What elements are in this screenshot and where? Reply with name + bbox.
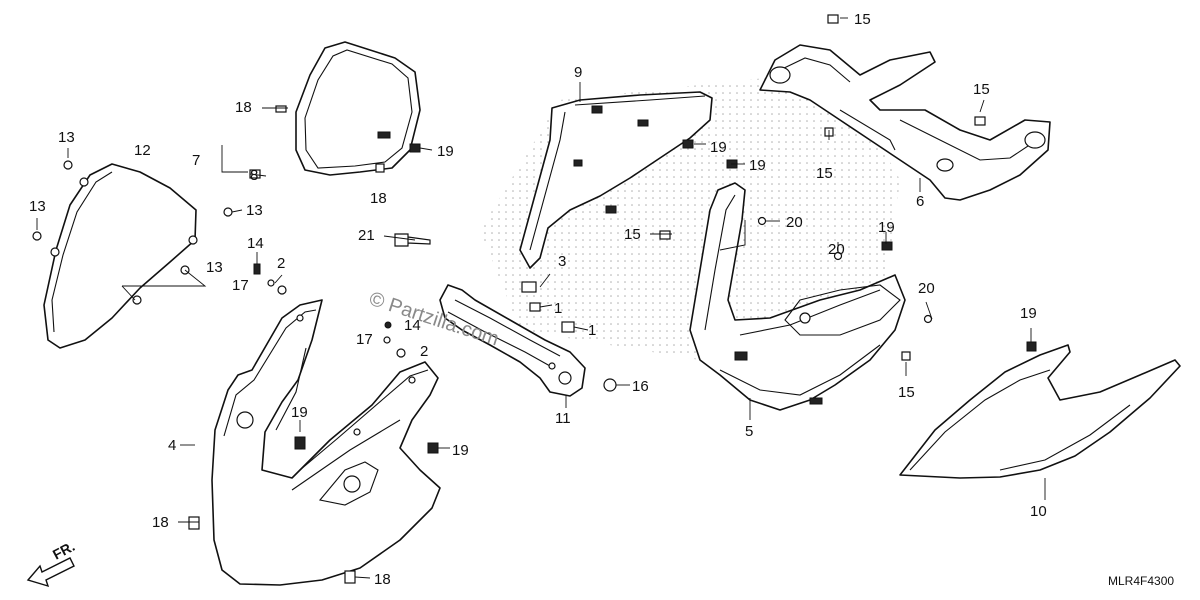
- label-3: 3: [558, 253, 566, 270]
- label-19-g: 19: [1020, 305, 1037, 322]
- label-15-e: 15: [898, 384, 915, 401]
- label-14-a: 14: [247, 235, 264, 252]
- label-19-c: 19: [452, 442, 469, 459]
- label-9: 9: [574, 64, 582, 81]
- label-2-a: 2: [277, 255, 285, 272]
- label-18-a: 18: [235, 99, 252, 116]
- label-18-c: 18: [152, 514, 169, 531]
- label-13-d: 13: [206, 259, 223, 276]
- diagram-code: MLR4F4300: [1108, 574, 1174, 588]
- label-2-b: 2: [420, 343, 428, 360]
- label-16: 16: [632, 378, 649, 395]
- label-4: 4: [168, 437, 176, 454]
- front-direction-arrow: FR.: [26, 538, 77, 588]
- label-5: 5: [745, 423, 753, 440]
- label-21: 21: [358, 227, 375, 244]
- direction-label: FR.: [50, 538, 77, 563]
- label-8: 8: [250, 167, 258, 184]
- part-labels: 13 12 7 13 13 14 2 13 17 18 8 19 18 21 1…: [29, 11, 1174, 588]
- label-19-a: 19: [437, 143, 454, 160]
- label-1-b: 1: [588, 322, 596, 339]
- label-20-c: 20: [918, 280, 935, 297]
- label-13-b: 13: [29, 198, 46, 215]
- label-19-e: 19: [749, 157, 766, 174]
- label-13-a: 13: [58, 129, 75, 146]
- inner-panel-part: [519, 91, 713, 269]
- label-6: 6: [916, 193, 924, 210]
- label-19-d: 19: [710, 139, 727, 156]
- label-15-b: 15: [973, 81, 990, 98]
- windscreen-garnish-part: [221, 41, 421, 176]
- leader-lines: [36, 17, 1046, 579]
- label-19-b: 19: [291, 404, 308, 421]
- label-20-a: 20: [786, 214, 803, 231]
- side-cover-part: [899, 344, 1181, 479]
- label-14-b: 14: [404, 317, 421, 334]
- label-20-b: 20: [828, 241, 845, 258]
- label-17-a: 17: [232, 277, 249, 294]
- label-15-a: 15: [854, 11, 871, 28]
- meter-stay-part: [439, 284, 586, 397]
- label-7: 7: [192, 152, 200, 169]
- front-cowl-part: [211, 299, 441, 586]
- label-11: 11: [555, 410, 571, 427]
- label-13-c: 13: [246, 202, 263, 219]
- under-cowl-part: [689, 182, 906, 411]
- label-15-d: 15: [624, 226, 641, 243]
- label-18-b: 18: [370, 190, 387, 207]
- upper-stay-part: [759, 44, 1051, 201]
- label-15-c: 15: [816, 165, 833, 182]
- label-10: 10: [1030, 503, 1047, 520]
- label-18-d: 18: [374, 571, 391, 588]
- hardware-parts: [32, 14, 1037, 584]
- label-19-f: 19: [878, 219, 895, 236]
- label-12: 12: [134, 142, 151, 159]
- label-1-a: 1: [554, 300, 562, 317]
- label-17-b: 17: [356, 331, 373, 348]
- windscreen-part: [43, 163, 198, 349]
